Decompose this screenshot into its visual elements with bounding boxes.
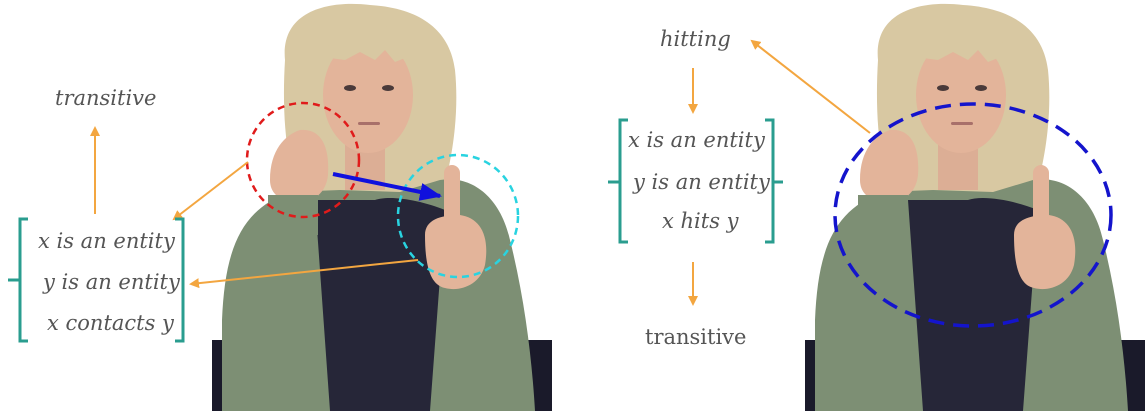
left-bracket-line-2: y is an entity [43,270,180,294]
signer-photo-right [805,3,1145,411]
right-bracket [608,118,783,244]
right-bracket-line-3: x hits y [662,209,739,233]
left-bracket-line-3: x contacts y [47,311,174,335]
finger-to-entity-arrow [189,259,419,289]
index-finger-handshape-right [1014,165,1076,290]
right-bracket-line-2: y is an entity [633,170,770,194]
left-bracket [8,217,185,343]
fist-to-entity-arrow [172,161,249,221]
movement-arrow [332,172,442,201]
fist-handshape-right [858,129,919,235]
right-bracket-line-1: x is an entity [628,128,765,152]
right-top-label: hitting [660,27,731,51]
fist-highlight-circle [245,101,361,219]
index-finger-handshape-left [425,165,487,290]
left-bracket-line-1: x is an entity [38,229,175,253]
sign-to-hitting-arrow [750,39,871,134]
finger-highlight-circle [396,153,520,279]
left-top-label: transitive [55,86,157,110]
right-bottom-label: transitive [645,325,747,349]
whole-sign-highlight-ellipse [833,102,1113,328]
signer-photo-left [212,3,552,411]
